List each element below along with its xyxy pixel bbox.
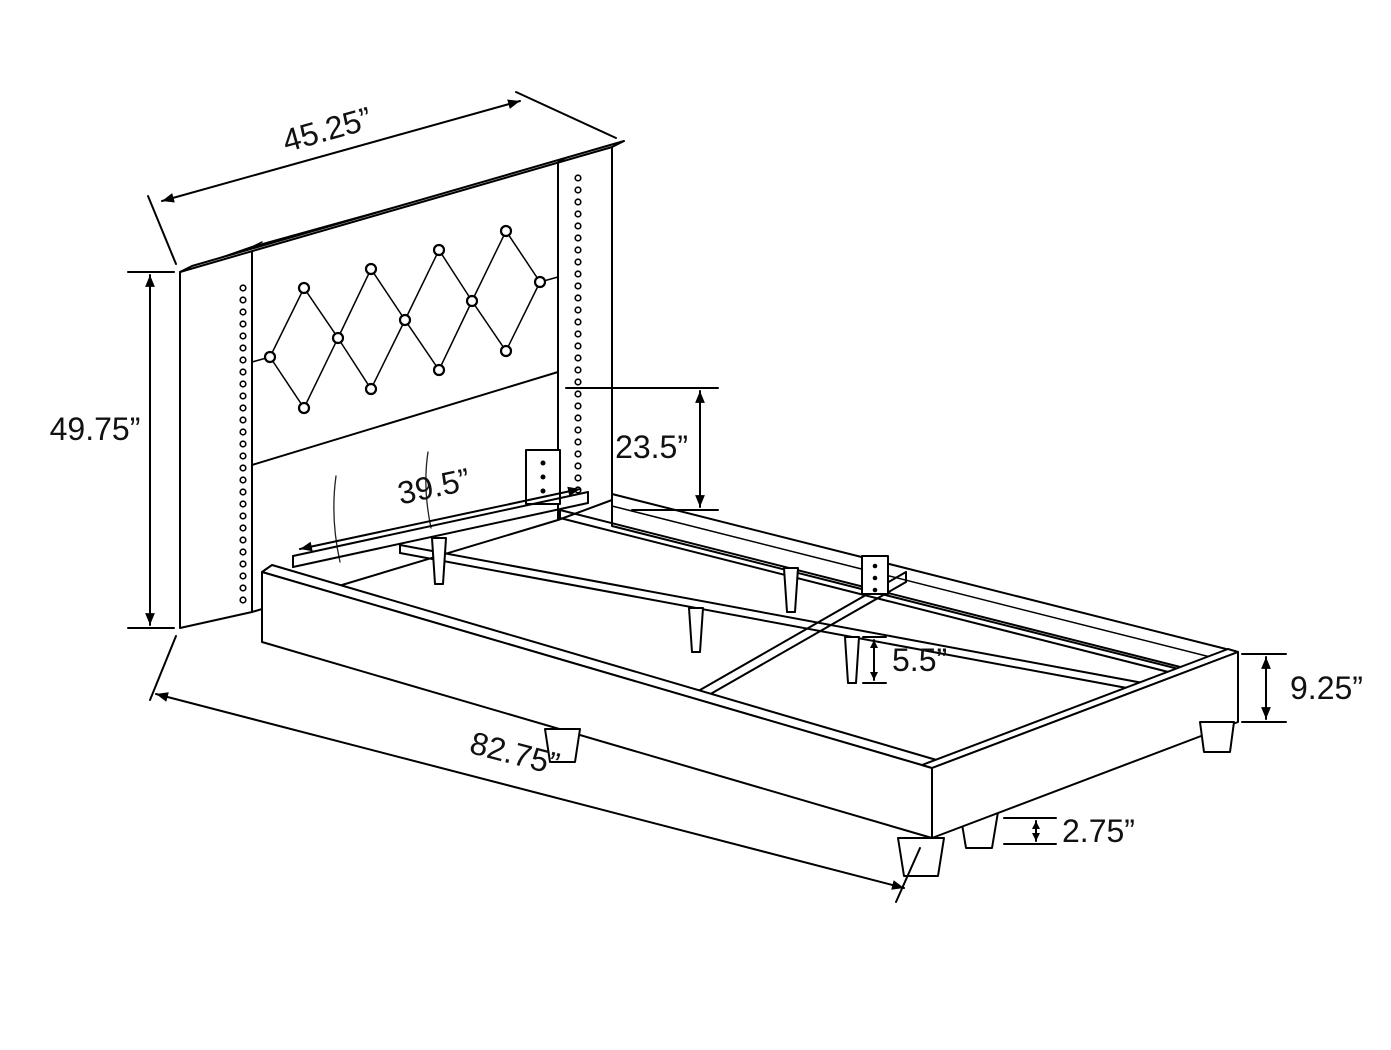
dim-label-headboard-height: 49.75” (50, 411, 141, 447)
upholstery-seam (251, 371, 559, 466)
support-leg (783, 567, 799, 613)
dimension-headboard-panel-height: 23.5” (565, 387, 719, 511)
dim-label-rail-height: 9.25” (1290, 670, 1363, 706)
support-leg-measured (844, 636, 860, 684)
dimension-headboard-height: 49.75” (50, 271, 175, 629)
foot-rail-front-face (931, 651, 1239, 839)
dim-label-support-leg-height: 5.5” (892, 642, 947, 678)
support-leg (431, 537, 447, 585)
support-leg (688, 607, 704, 653)
near-rail-front-face (261, 571, 933, 839)
rail-bracket (861, 555, 889, 595)
headboard (179, 140, 625, 629)
headboard-right-wing (557, 146, 613, 521)
dimension-foot-height: 2.75” (1003, 813, 1135, 849)
headboard-panel (251, 161, 559, 613)
dimension-support-leg-height: 5.5” (862, 636, 947, 684)
frame-internals (292, 491, 1201, 701)
foot-corner-leg (897, 837, 945, 877)
dimension-rail-height: 9.25” (1241, 653, 1363, 723)
dim-label-headboard-panel-height: 23.5” (615, 429, 688, 465)
dim-label-foot-height: 2.75” (1062, 813, 1135, 849)
far-corner-leg (1199, 721, 1235, 753)
dim-label-headboard-width: 45.25” (279, 100, 376, 159)
headboard-left-wing (179, 246, 253, 629)
headboard-bracket (525, 449, 561, 505)
